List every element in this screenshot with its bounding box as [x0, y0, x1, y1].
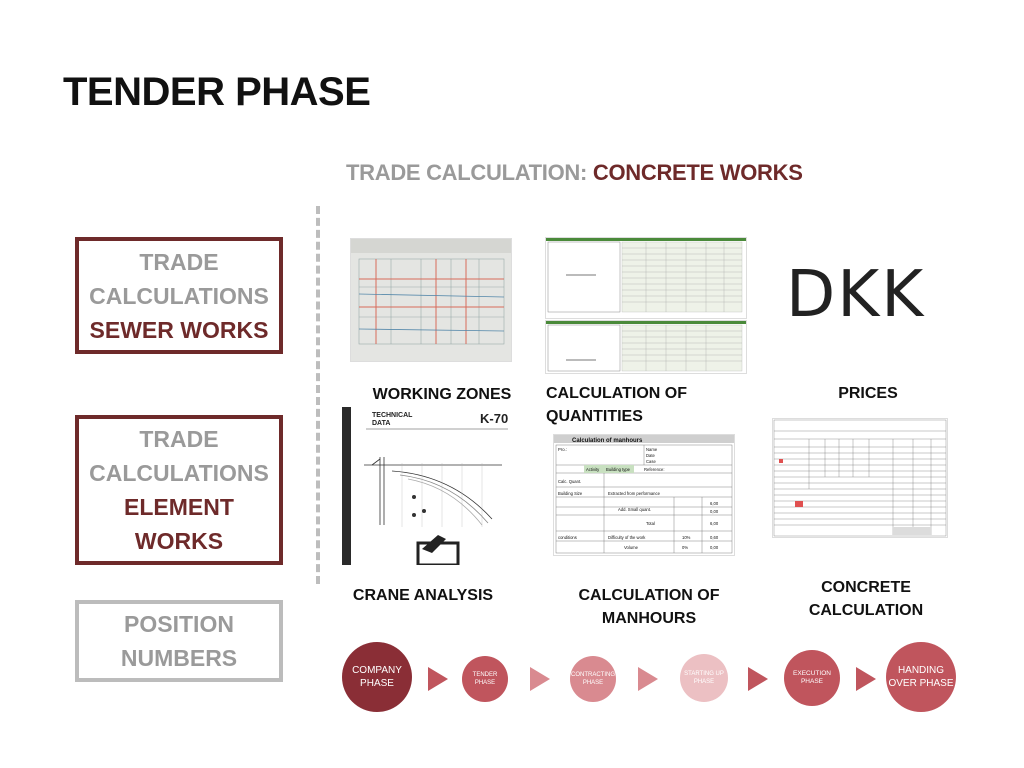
working-zones-label: WORKING ZONES	[372, 386, 512, 403]
sheet-cell: Building type	[606, 467, 631, 472]
phase-label: COMPANY PHASE	[352, 665, 402, 689]
crane-model-text: K-70	[480, 411, 508, 426]
sheet-cell: 6,00	[710, 521, 719, 526]
sheet-cell: 0,00	[710, 509, 719, 514]
arrow-right-icon	[530, 667, 550, 691]
quantities-sheet-image	[545, 237, 747, 319]
trade-calc-element-box[interactable]: TRADE CALCULATIONS ELEMENT WORKS	[75, 415, 283, 565]
trade-calc-sewer-box[interactable]: TRADE CALCULATIONS SEWER WORKS	[75, 237, 283, 354]
phase-label: HANDING OVER PHASE	[888, 665, 954, 689]
arrow-right-icon	[748, 667, 768, 691]
section-subtitle: TRADE CALCULATION: CONCRETE WORKS	[346, 160, 803, 186]
phase-label: TENDER PHASE	[472, 672, 498, 686]
quantities-label: CALCULATION OF QUANTITIES	[546, 385, 688, 425]
manhours-label: CALCULATION OF MANHOURS	[578, 587, 720, 627]
crane-technical-data-image: TECHNICAL DATA K-70	[342, 407, 508, 567]
crane-analysis-label: CRANE ANALYSIS	[352, 587, 494, 604]
box-line: TRADE	[139, 426, 219, 452]
sheet-cell: Date	[646, 453, 656, 458]
box-line: ELEMENT	[124, 494, 234, 520]
concrete-calculation-sheet-image	[772, 418, 948, 538]
phase-handing-over[interactable]: HANDING OVER PHASE	[886, 642, 956, 712]
manhours-sheet-image: Calculation of manhours Pro.: Name Date …	[553, 434, 735, 556]
position-numbers-box[interactable]: POSITION NUMBERS	[75, 600, 283, 682]
arrow-right-icon	[856, 667, 876, 691]
manhours-sheet-heading: Calculation of manhours	[572, 438, 643, 444]
sheet-cell: 10%	[682, 535, 691, 540]
sheet-cell: Reference:	[644, 467, 664, 472]
prices-label: PRICES	[838, 385, 898, 402]
phase-label: EXECUTION PHASE	[793, 670, 831, 685]
sheet-cell: 6,00	[710, 501, 719, 506]
box-line: POSITION	[124, 611, 234, 637]
phase-tender[interactable]: TENDER PHASE	[462, 656, 508, 702]
subtitle-accent: CONCRETE WORKS	[592, 160, 803, 185]
subtitle-prefix: TRADE CALCULATION:	[346, 160, 593, 185]
box-line: NUMBERS	[120, 645, 238, 671]
box-line: CALCULATIONS	[89, 460, 269, 486]
sheet-cell: Add. Small quant.	[618, 507, 651, 512]
sheet-cell: Activity	[586, 467, 600, 472]
sheet-cell: Total	[646, 521, 655, 526]
sheet-cell: Case	[646, 459, 656, 464]
crane-data-text: DATA	[372, 420, 390, 427]
concrete-calculation-label: CONCRETE CALCULATION	[808, 579, 924, 619]
sheet-cell: Name	[646, 447, 658, 452]
dkk-currency-logo: DKK	[786, 258, 926, 332]
phase-company[interactable]: COMPANY PHASE	[342, 642, 412, 712]
box-line: TRADE	[139, 248, 219, 275]
sheet-cell: conditions	[558, 535, 577, 540]
phase-label: CONTRACTING PHASE	[571, 672, 615, 686]
sheet-cell: 0,60	[710, 535, 719, 540]
phase-contracting[interactable]: CONTRACTING PHASE	[570, 656, 616, 702]
arrow-right-icon	[638, 667, 658, 691]
box-line: CALCULATIONS	[89, 282, 269, 309]
phase-starting-up[interactable]: STARTING UP PHASE	[680, 654, 728, 702]
dashed-divider	[316, 206, 320, 584]
sheet-cell: Building Size	[558, 491, 583, 496]
sheet-cell: 0,00	[710, 545, 719, 550]
box-line: WORKS	[134, 528, 224, 554]
working-zones-image	[350, 238, 512, 362]
sheet-cell: Volume	[624, 545, 639, 550]
quantities-sheet-image-2	[545, 320, 747, 374]
sheet-cell: 0%	[682, 545, 688, 550]
sheet-cell: Pro.:	[558, 447, 567, 452]
sheet-cell: Difficulty of the work	[608, 535, 646, 540]
sheet-cell: Extracted from performance	[608, 491, 661, 496]
page-title: TENDER PHASE	[63, 70, 371, 114]
phase-execution[interactable]: EXECUTION PHASE	[784, 650, 840, 706]
arrow-right-icon	[428, 667, 448, 691]
crane-technical-text: TECHNICAL	[372, 412, 413, 419]
phase-label: STARTING UP PHASE	[684, 671, 724, 685]
sheet-cell: Calc. Quant.	[558, 479, 581, 484]
box-line: SEWER WORKS	[89, 316, 269, 343]
